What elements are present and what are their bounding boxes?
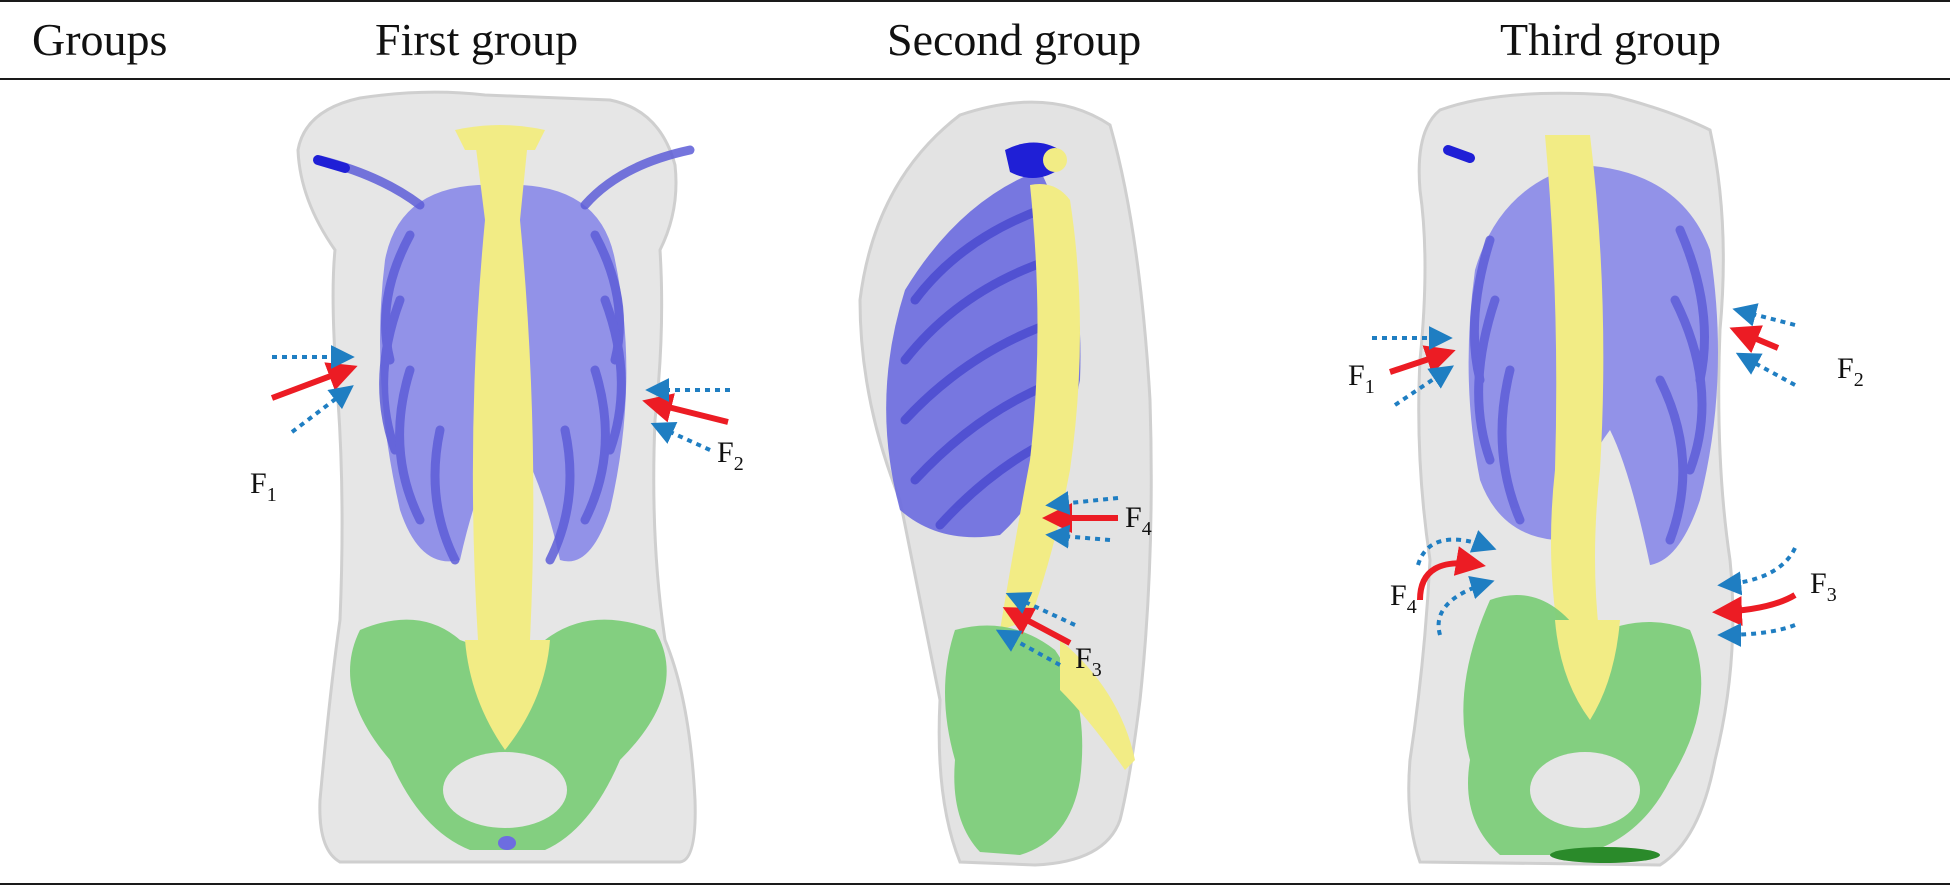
blue-guide-arrow — [1717, 547, 1797, 596]
force-label-f3: F3 — [1810, 567, 1837, 606]
header-third-group: Third group — [1500, 14, 1722, 65]
blue-guide-arrow — [1717, 622, 1796, 647]
blue-guide-arrow — [1393, 365, 1454, 407]
vertebra-top-icon — [1005, 142, 1060, 179]
clavicle-icon — [1443, 145, 1475, 163]
red-force-arrow — [1002, 607, 1072, 646]
table-header-rule — [0, 78, 1950, 80]
force-label-f2: F2 — [1837, 352, 1864, 391]
red-force-arrow — [1712, 592, 1797, 627]
spine — [1545, 135, 1604, 645]
pelvis — [1463, 595, 1702, 855]
blue-guide-arrow — [1416, 530, 1497, 566]
red-force-arrow — [1729, 325, 1780, 354]
header-groups: Groups — [32, 14, 168, 65]
blue-guide-arrow — [995, 629, 1061, 667]
blue-guide-arrow — [650, 422, 711, 452]
header-first-group: First group — [375, 14, 579, 65]
torso-models-figure: F1 F2 F4 F3 — [250, 90, 1864, 867]
sacrum — [1555, 620, 1620, 720]
second-group-model: F4 F3 — [858, 100, 1153, 867]
blue-guide-arrow — [1045, 491, 1119, 515]
red-force-arrow — [1417, 546, 1486, 601]
first-group-model: F1 F2 — [250, 90, 744, 864]
pelvis-opening — [443, 752, 567, 828]
blue-guide-arrow — [1005, 592, 1076, 627]
blue-guide-arrow — [1732, 303, 1796, 327]
sacrum — [1060, 640, 1135, 770]
third-group-model: F1 F2 F4 F3 — [1348, 91, 1864, 867]
force-label-f3: F3 — [1075, 642, 1102, 681]
red-force-arrow — [642, 393, 729, 425]
blue-guide-arrow — [1735, 352, 1796, 387]
pelvis — [945, 625, 1083, 855]
red-force-arrow — [270, 362, 358, 401]
clavicle-icon — [313, 155, 350, 173]
force-label-f4: F4 — [1390, 579, 1417, 618]
header-second-group: Second group — [887, 14, 1142, 65]
table-bottom-rule — [0, 883, 1950, 885]
spine — [472, 140, 534, 640]
table-top-rule — [0, 0, 1950, 2]
red-force-arrow — [1389, 345, 1456, 375]
spine — [1000, 184, 1080, 630]
blue-guide-arrow — [1436, 576, 1495, 636]
spine-top — [455, 125, 545, 150]
force-label-f2: F2 — [717, 436, 744, 475]
force-label-f1: F1 — [250, 467, 277, 506]
blue-guide-arrow — [290, 385, 354, 434]
pelvis-opening — [1530, 752, 1640, 828]
blue-guide-arrow — [1045, 524, 1111, 549]
force-label-f1: F1 — [1348, 359, 1375, 398]
force-label-f4: F4 — [1125, 501, 1152, 540]
sacrum — [465, 640, 550, 750]
